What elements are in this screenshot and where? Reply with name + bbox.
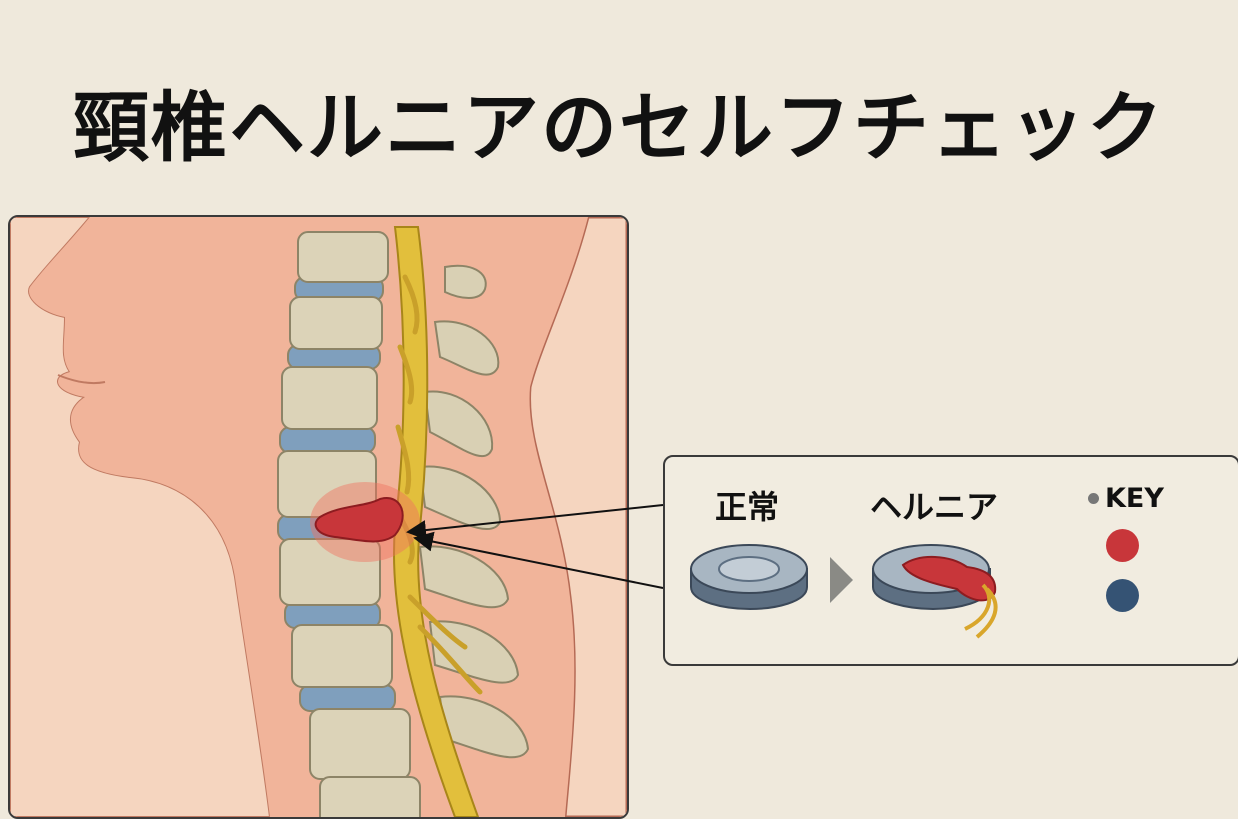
key-blue-dot: [1106, 579, 1139, 612]
page-title: 頸椎ヘルニアのセルフチェック: [73, 83, 1165, 172]
vertebra: [309, 708, 411, 780]
herniated-disc-icon: [872, 544, 998, 639]
vertebra: [289, 296, 383, 350]
key-bullet-icon: [1088, 493, 1099, 504]
disc: [279, 426, 376, 454]
normal-label: 正常: [715, 488, 780, 526]
vertebra: [319, 776, 421, 817]
neck-spine-drawing: [10, 217, 627, 817]
hernia-label: ヘルニア: [870, 488, 999, 526]
key-red-dot: [1106, 529, 1139, 562]
vertebra: [291, 624, 393, 688]
normal-disc-icon: [690, 544, 808, 611]
lip-line: [57, 374, 106, 385]
vertebra: [297, 231, 389, 283]
disc-comparison-box: 正常 ヘルニア KEY: [663, 455, 1238, 666]
nerve-roots: [395, 274, 483, 695]
transition-arrow-icon: [830, 557, 853, 603]
disc: [299, 684, 396, 712]
neck-anatomy-illustration: [8, 215, 629, 819]
disc-comparison-drawing: [690, 544, 998, 639]
key-label: KEY: [1105, 483, 1164, 514]
vertebra: [281, 366, 378, 430]
herniated-disc: [314, 497, 404, 543]
vertebra: [279, 538, 381, 606]
